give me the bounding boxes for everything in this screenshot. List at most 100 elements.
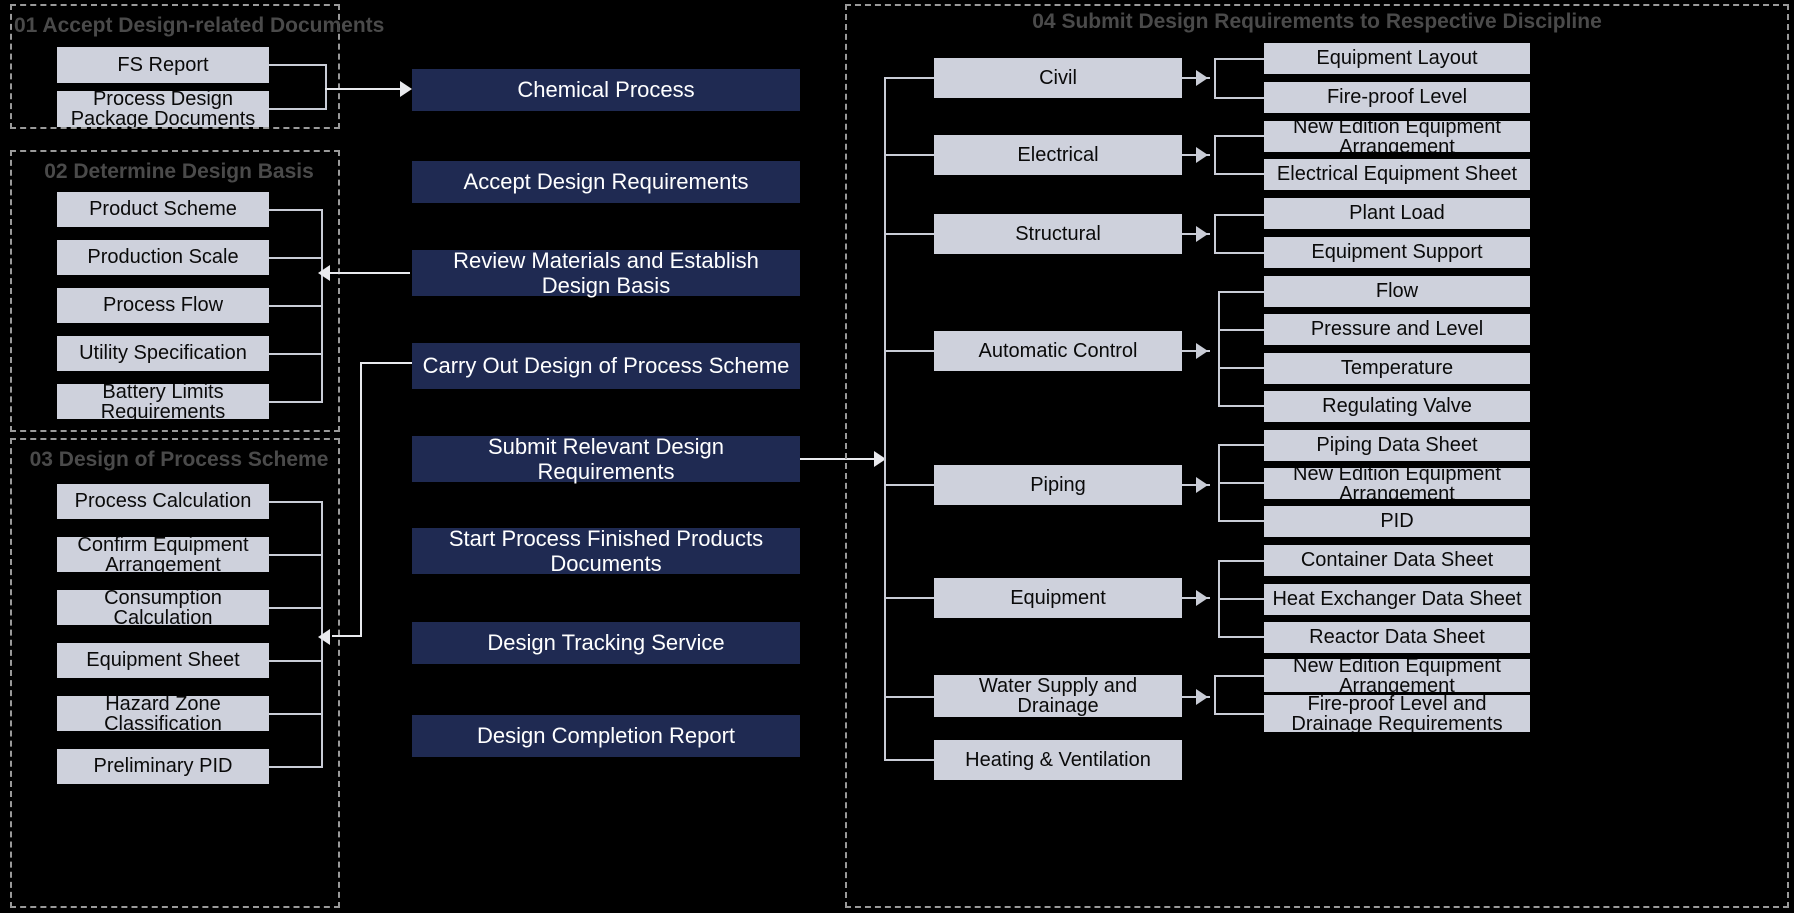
deliverable-plant-load[interactable]: Plant Load	[1264, 198, 1530, 229]
group-03-container	[10, 438, 340, 908]
stub-structural	[884, 233, 934, 235]
item-process-design-package-documents[interactable]: Process Design Package Documents	[57, 91, 269, 127]
deliverable-flow[interactable]: Flow	[1264, 276, 1530, 307]
bracket-ws-1	[1214, 675, 1266, 677]
item-preliminary-pid[interactable]: Preliminary PID	[57, 749, 269, 784]
arrow-equipment	[1196, 590, 1208, 606]
arrow-water-supply	[1196, 689, 1208, 705]
stub-automatic-control	[884, 350, 934, 352]
connector-g01-pkg	[269, 108, 327, 110]
item-equipment-sheet[interactable]: Equipment Sheet	[57, 643, 269, 678]
bracket-equipment-3	[1218, 636, 1266, 638]
bracket-piping-2	[1218, 482, 1266, 484]
arrow-electrical	[1196, 147, 1208, 163]
item-product-scheme[interactable]: Product Scheme	[57, 192, 269, 227]
deliverable-new-edition-equipment-arrangement-3[interactable]: New Edition Equipment Arrangement	[1264, 659, 1530, 692]
arrow-g01-to-chem	[400, 81, 412, 97]
discipline-automatic-control[interactable]: Automatic Control	[934, 331, 1182, 371]
bracket-equipment-1	[1218, 560, 1266, 562]
connector-g02-bus	[321, 209, 323, 403]
connector-g03-r5	[269, 713, 323, 715]
deliverable-fire-proof-level[interactable]: Fire-proof Level	[1264, 82, 1530, 113]
group-04-title: 04 Submit Design Requirements to Respect…	[1032, 10, 1602, 33]
process-chemical-process[interactable]: Chemical Process	[412, 69, 800, 111]
item-process-flow[interactable]: Process Flow	[57, 288, 269, 323]
stub-equipment	[884, 597, 934, 599]
discipline-piping[interactable]: Piping	[934, 465, 1182, 505]
process-review-materials-establish-design-basis[interactable]: Review Materials and Establish Design Ba…	[412, 248, 800, 298]
deliverable-pressure-and-level[interactable]: Pressure and Level	[1264, 314, 1530, 345]
bracket-electrical-t	[1214, 135, 1266, 137]
item-hazard-zone-classification[interactable]: Hazard Zone Classification	[57, 696, 269, 731]
discipline-bus	[884, 77, 886, 760]
discipline-structural[interactable]: Structural	[934, 214, 1182, 254]
deliverable-piping-data-sheet[interactable]: Piping Data Sheet	[1264, 430, 1530, 461]
group-03-title: 03 Design of Process Scheme	[29, 448, 329, 471]
arrow-piping	[1196, 477, 1208, 493]
discipline-electrical[interactable]: Electrical	[934, 135, 1182, 175]
connector-g02-r1	[269, 209, 323, 211]
deliverable-regulating-valve[interactable]: Regulating Valve	[1264, 391, 1530, 422]
deliverable-new-edition-equipment-arrangement-2[interactable]: New Edition Equipment Arrangement	[1264, 468, 1530, 499]
deliverable-equipment-support[interactable]: Equipment Support	[1264, 237, 1530, 268]
item-consumption-calculation[interactable]: Consumption Calculation	[57, 590, 269, 625]
bracket-ac-1	[1218, 291, 1266, 293]
stub-piping	[884, 484, 934, 486]
connector-review-to-g02	[330, 272, 410, 274]
connector-carryout-v	[360, 362, 362, 637]
stub-heating-ventilation	[884, 759, 934, 761]
item-process-calculation[interactable]: Process Calculation	[57, 484, 269, 519]
connector-g03-r2	[269, 554, 323, 556]
item-fs-report[interactable]: FS Report	[57, 47, 269, 83]
bracket-structural	[1214, 214, 1216, 253]
group-02-title: 02 Determine Design Basis	[44, 160, 314, 183]
bracket-automatic-control	[1218, 291, 1220, 406]
stub-water-supply	[884, 696, 934, 698]
process-submit-relevant-design-requirements[interactable]: Submit Relevant Design Requirements	[412, 434, 800, 484]
process-design-completion-report[interactable]: Design Completion Report	[412, 715, 800, 757]
arrow-civil	[1196, 70, 1208, 86]
arrow-automatic-control	[1196, 343, 1208, 359]
deliverable-new-edition-equipment-arrangement-1[interactable]: New Edition Equipment Arrangement	[1264, 121, 1530, 152]
process-start-process-finished-products-documents[interactable]: Start Process Finished Products Document…	[412, 526, 800, 576]
process-accept-design-requirements[interactable]: Accept Design Requirements	[412, 161, 800, 203]
connector-g03-r6	[269, 766, 323, 768]
deliverable-temperature[interactable]: Temperature	[1264, 353, 1530, 384]
bracket-electrical-b	[1214, 173, 1266, 175]
connector-carryout-h2	[332, 635, 362, 637]
discipline-equipment[interactable]: Equipment	[934, 578, 1182, 618]
item-confirm-equipment-arrangement[interactable]: Confirm Equipment Arrangement	[57, 537, 269, 572]
bracket-civil-b	[1214, 97, 1266, 99]
discipline-civil[interactable]: Civil	[934, 58, 1182, 98]
connector-g02-r3	[269, 305, 323, 307]
discipline-water-supply-and-drainage[interactable]: Water Supply and Drainage	[934, 675, 1182, 717]
item-production-scale[interactable]: Production Scale	[57, 240, 269, 275]
deliverable-fire-proof-level-and-drainage-requirements[interactable]: Fire-proof Level and Drainage Requiremen…	[1264, 695, 1530, 732]
item-utility-specification[interactable]: Utility Specification	[57, 336, 269, 371]
process-design-tracking-service[interactable]: Design Tracking Service	[412, 622, 800, 664]
item-battery-limits-requirements[interactable]: Battery Limits Requirements	[57, 384, 269, 419]
connector-g03-r1	[269, 501, 323, 503]
bracket-ac-3	[1218, 367, 1266, 369]
discipline-heating-ventilation[interactable]: Heating & Ventilation	[934, 740, 1182, 780]
bracket-ws-2	[1214, 713, 1266, 715]
arrow-review-to-g02	[318, 265, 330, 281]
group-04-container	[845, 4, 1789, 908]
deliverable-pid[interactable]: PID	[1264, 506, 1530, 537]
group-02-container	[10, 150, 340, 432]
group-01-container	[10, 4, 340, 129]
group-01-title: 01 Accept Design-related Documents	[14, 14, 385, 37]
bracket-civil-t	[1214, 58, 1266, 60]
connector-submit-to-g04	[800, 458, 880, 460]
bracket-structural-b	[1214, 252, 1266, 254]
deliverable-equipment-layout[interactable]: Equipment Layout	[1264, 43, 1530, 74]
connector-g02-r4	[269, 353, 323, 355]
connector-g01-to-chem	[325, 88, 401, 90]
deliverable-heat-exchanger-data-sheet[interactable]: Heat Exchanger Data Sheet	[1264, 584, 1530, 615]
deliverable-reactor-data-sheet[interactable]: Reactor Data Sheet	[1264, 622, 1530, 653]
deliverable-container-data-sheet[interactable]: Container Data Sheet	[1264, 545, 1530, 576]
process-carry-out-design-of-process-scheme[interactable]: Carry Out Design of Process Scheme	[412, 343, 800, 389]
connector-carryout-h1	[360, 362, 412, 364]
deliverable-electrical-equipment-sheet[interactable]: Electrical Equipment Sheet	[1264, 159, 1530, 190]
